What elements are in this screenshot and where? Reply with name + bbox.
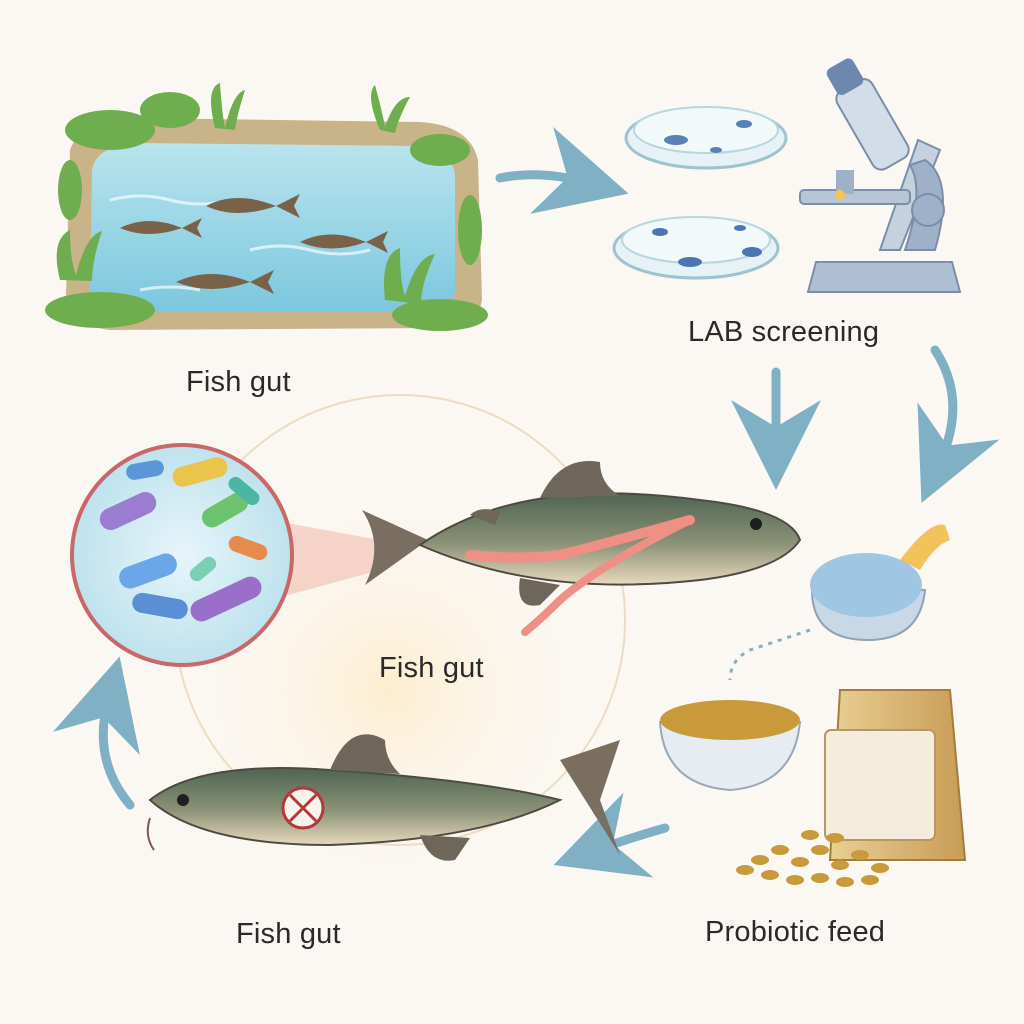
flow-arrow-1 [495, 126, 629, 214]
bowl-icon [810, 524, 950, 642]
flow-arrow-5 [52, 656, 140, 810]
lab-screening-label: LAB screening [688, 316, 880, 348]
petri-dish-icon [612, 106, 788, 280]
flow-arrow-4 [553, 792, 670, 878]
healthy-fish-label: Fish gut [236, 918, 341, 950]
gut-label: Fish gut [379, 652, 484, 684]
probiotic-feed-label: Probiotic feed [705, 916, 886, 948]
fish-icon [362, 461, 802, 636]
feed-bag-icon [824, 689, 967, 861]
feed-bowl-icon [658, 700, 802, 792]
pond-icon [45, 83, 488, 331]
dust-trail [728, 628, 811, 681]
feed-pellets [736, 830, 889, 887]
no-pathogen-icon [281, 786, 325, 830]
bacteria-icon [70, 443, 294, 667]
flow-arrow-3 [917, 345, 1000, 504]
healthy-fish-icon [146, 734, 620, 861]
microscope-icon [799, 58, 962, 293]
magnifier-beam [270, 520, 380, 600]
pond-label: Fish gut [186, 366, 291, 398]
